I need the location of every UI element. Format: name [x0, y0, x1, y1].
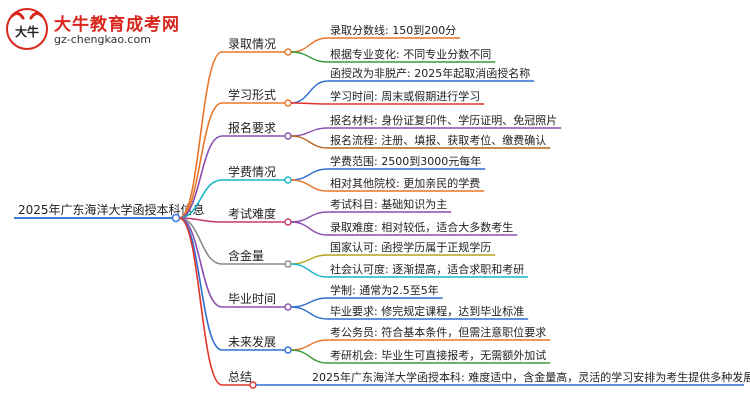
leaf-connector — [290, 263, 329, 278]
branch-node-dot — [284, 303, 292, 311]
leaf-label: 考研机会: 毕业生可直接报考，无需额外加试 — [330, 348, 546, 362]
branch-node-dot — [284, 176, 292, 184]
branch-node-dot — [284, 260, 292, 268]
branch-node-dot — [284, 218, 292, 226]
leaf-connector — [290, 51, 329, 63]
branch-node-dot — [284, 48, 292, 56]
leaf-label: 考公务员: 符合基本条件，但需注意职位要求 — [330, 325, 546, 339]
leaf-connector — [290, 221, 329, 236]
branch-connector — [178, 217, 223, 351]
leaf-label: 录取难度: 相对较低，适合大多数考生 — [330, 220, 513, 234]
leaf-label: 根据专业变化: 不同专业分数不同 — [330, 47, 491, 61]
leaf-connector — [290, 254, 329, 265]
leaf-label: 考试科目: 基础知识为主 — [330, 197, 447, 211]
leaf-connector — [290, 127, 329, 137]
leaf-connector — [290, 339, 329, 351]
branch-connector — [178, 102, 223, 219]
branch-connector — [178, 135, 223, 219]
branch-label: 总结 — [228, 370, 252, 384]
root-node-dot — [171, 213, 181, 223]
branch-node-dot — [284, 132, 292, 140]
leaf-label: 社会认可度: 逐渐提高，适合求职和考研 — [330, 262, 524, 276]
branch-connector — [178, 217, 223, 386]
logo-url: gz-chengkao.com — [54, 33, 151, 46]
leaf-connector — [290, 80, 329, 104]
leaf-connector — [290, 102, 329, 105]
branch-label: 学习形式 — [228, 87, 276, 102]
branch-9[interactable]: 总结 2025年广东海洋大学函授本科: 难度适中，含金量高，灵活的学习安排为考生提… — [178, 217, 750, 389]
branch-connector — [178, 217, 223, 265]
branch-label: 学费情况 — [228, 164, 276, 179]
leaf-connector — [290, 306, 329, 320]
leaf-connector — [290, 135, 329, 149]
leaf-label: 相对其他院校: 更加亲民的学费 — [330, 176, 480, 190]
leaf-label: 毕业要求: 修完规定课程，达到毕业标准 — [330, 304, 524, 318]
leaf-connector — [290, 168, 329, 181]
branch-label: 未来发展 — [228, 334, 276, 349]
branch-label: 考试难度 — [228, 206, 276, 221]
branch-node-dot — [249, 381, 257, 389]
branch-label: 含金量 — [228, 248, 264, 263]
leaf-label: 学制: 通常为2.5至5年 — [330, 283, 439, 297]
root-node-label: 2025年广东海洋大学函授本科信息 — [18, 202, 205, 217]
branch-node-dot — [284, 346, 292, 354]
bull-logo-icon: 大牛 — [6, 8, 48, 50]
logo-mark-text: 大牛 — [15, 24, 39, 39]
branch-label: 录取情况 — [228, 37, 276, 51]
leaf-label: 报名材料: 身份证复印件、学历证明、免冠照片 — [330, 113, 557, 127]
branch-connector — [178, 51, 223, 219]
leaf-label: 报名流程: 注册、填报、获取考位、缴费确认 — [330, 133, 546, 147]
leaf-connector — [290, 297, 329, 308]
branch-label: 报名要求 — [228, 120, 276, 135]
leaf-label: 函授改为非脱产: 2025年起取消函授名称 — [330, 66, 530, 80]
leaf-label: 国家认可: 函授学历属于正规学历 — [330, 240, 491, 254]
branch-connector — [178, 179, 223, 219]
leaf-label: 2025年广东海洋大学函授本科: 难度适中，含金量高，灵活的学习安排为考生提供多… — [312, 370, 750, 384]
branch-node-dot — [284, 99, 292, 107]
leaf-connector — [290, 349, 329, 364]
site-logo[interactable]: 大牛 大牛教育成考网 gz-chengkao.com — [4, 6, 204, 52]
leaf-connector — [290, 211, 329, 223]
leaf-label: 学费范围: 2500到3000元每年 — [330, 154, 481, 168]
leaf-connector — [290, 179, 329, 192]
branch-label: 毕业时间 — [228, 292, 276, 306]
leaf-label: 学习时间: 周末或假期进行学习 — [330, 89, 480, 103]
logo-title: 大牛教育成考网 — [54, 15, 180, 35]
leaf-label: 录取分数线: 150到200分 — [330, 23, 456, 37]
leaf-connector — [290, 37, 329, 53]
